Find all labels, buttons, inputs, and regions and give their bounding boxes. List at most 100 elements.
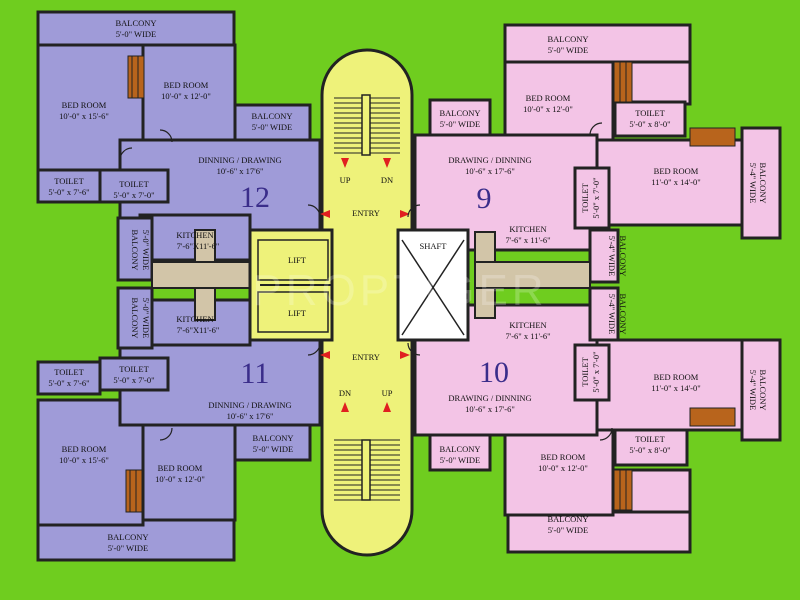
drawing-dinning-dimension: 10'-6" x 17'-6" (465, 404, 515, 414)
stair-up-label: UP (340, 175, 351, 185)
dinning-drawing-dimension: 10'-6" x 17'6" (217, 166, 264, 176)
bedroom-dimension: 11'-0" x 14'-0" (651, 383, 700, 393)
balcony-label: BALCONY (251, 111, 292, 121)
unit-number: 12 (240, 181, 270, 214)
toilet-label: TOILET (635, 108, 665, 118)
entry-label: ENTRY (352, 208, 380, 218)
balcony-label: BALCONY (115, 18, 156, 28)
arrow-up (383, 402, 391, 412)
toilet-dimension: 5'-0" x 7'-0" (113, 375, 154, 385)
arrow-down (383, 158, 391, 168)
room-labels: BALCONY 5'-0" WIDE BED ROOM 10'-0" x 15'… (48, 18, 768, 553)
arrow-right (400, 210, 410, 218)
toilet-room (613, 423, 689, 467)
balcony-label: BALCONY (130, 229, 140, 270)
bedroom-dimension: 10'-0" x 12'-0" (538, 463, 588, 473)
balcony-room (588, 286, 620, 342)
kitchen-dimension: 7'-6" x 11'-6" (505, 331, 550, 341)
wardrobe (127, 55, 145, 99)
balcony-dimension: 5'-4" WIDE (607, 294, 617, 335)
unit-number: 11 (241, 357, 270, 390)
balcony-dimension: 5'-4" WIDE (748, 163, 758, 204)
bedroom-label: BED ROOM (62, 100, 107, 110)
kitchen-label: KITCHEN (509, 320, 546, 330)
entry-label: ENTRY (352, 352, 380, 362)
bedroom-room (503, 60, 615, 144)
balcony-label: BALCONY (130, 297, 140, 338)
toilet-room (98, 168, 170, 204)
balcony-label: BALCONY (547, 514, 588, 524)
bedroom-label: BED ROOM (526, 93, 571, 103)
arrow-left (320, 210, 330, 218)
balcony-label: BALCONY (252, 433, 293, 443)
stair-down-label: DN (381, 175, 393, 185)
wardrobe (613, 61, 633, 103)
stairs (334, 97, 400, 501)
balcony-dimension: 5'-0" WIDE (548, 525, 589, 535)
balcony-room (740, 338, 782, 442)
toilet-dimension: 5'-0" x 8'-0" (629, 445, 670, 455)
dinning-drawing-label: DINNING / DRAWING (198, 155, 281, 165)
kitchen-dimension: 7'-6"X11'-6" (177, 325, 220, 335)
wardrobe (125, 469, 143, 513)
arrow-left (320, 351, 330, 359)
arrow-up (341, 402, 349, 412)
bedroom-label: BED ROOM (654, 166, 699, 176)
balcony-dimension: 5'-0" WIDE (252, 122, 293, 132)
kitchen-dimension: 7'-6"X11'-6" (177, 241, 220, 251)
balcony-room (233, 418, 312, 462)
kitchen-label: KITCHEN (176, 314, 213, 324)
corridor-right (474, 231, 496, 263)
toilet-room (573, 343, 611, 402)
balcony-dimension: 5'-4" WIDE (607, 236, 617, 277)
stair-down-label: DN (339, 388, 351, 398)
lift-label: LIFT (288, 255, 307, 265)
balcony-room (740, 126, 782, 240)
flat-11 (36, 286, 322, 562)
dinning-drawing-dimension: 10'-6" x 17'6" (227, 411, 274, 421)
unit-number: 10 (479, 356, 509, 389)
balcony-label: BALCONY (758, 369, 768, 410)
balcony-room (116, 286, 154, 350)
toilet-dimension: 5'-0" x 7'-0" (591, 351, 601, 392)
toilet-label: TOILET (119, 179, 149, 189)
bedroom-dimension: 10'-0" x 12'-0" (161, 91, 211, 101)
arrow-down (341, 158, 349, 168)
doors (119, 122, 613, 441)
toilet-dimension: 5'-0" x 7'-0" (591, 177, 601, 218)
balcony-dimension: 5'-0" WIDE (141, 230, 151, 271)
shaft (396, 228, 470, 342)
bedroom-label: BED ROOM (541, 452, 586, 462)
entry-arrows (320, 158, 410, 412)
corridor-left (194, 287, 216, 321)
flat-12 (36, 10, 322, 282)
balcony-dimension: 5'-0" WIDE (440, 119, 481, 129)
kitchen-label: KITCHEN (509, 224, 546, 234)
stair-up-label: UP (382, 388, 393, 398)
drawing-dinning-dimension: 10'-6" x 17'-6" (465, 166, 515, 176)
drawing-dinning-label: DRAWING / DINNING (448, 393, 531, 403)
bedroom-label: BED ROOM (62, 444, 107, 454)
bedroom-label: BED ROOM (654, 372, 699, 382)
toilet-label: TOILET (54, 176, 84, 186)
toilet-dimension: 5'-0" x 7'-6" (48, 187, 89, 197)
balcony-label: BALCONY (618, 293, 628, 334)
balcony-dimension: 5'-4" WIDE (748, 370, 758, 411)
flat-10 (413, 286, 782, 554)
balcony-label: BALCONY (618, 235, 628, 276)
bedroom-dimension: 10'-0" x 15'-6" (59, 111, 109, 121)
balcony-room (116, 216, 154, 282)
corridor-left (151, 261, 251, 289)
balcony-room (233, 103, 312, 147)
balcony-room (588, 228, 620, 284)
toilet-label: TOILET (635, 434, 665, 444)
balcony-dimension: 5'-0" WIDE (116, 29, 157, 39)
balcony-dimension: 5'-0" WIDE (108, 543, 149, 553)
balcony-label: BALCONY (107, 532, 148, 542)
unit-number: 9 (477, 182, 492, 215)
bedroom-label: BED ROOM (164, 80, 209, 90)
bedroom-room (141, 423, 237, 522)
bedroom-dimension: 10'-0" x 15'-6" (59, 455, 109, 465)
